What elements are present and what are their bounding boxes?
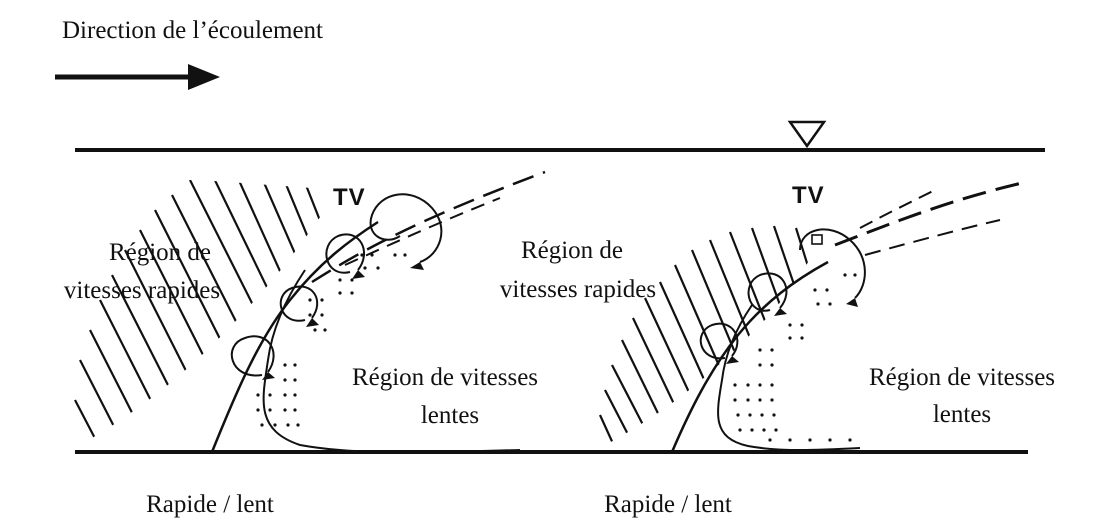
slow-region-boundary-2 — [718, 305, 860, 450]
shear-layer-2 — [672, 262, 828, 452]
fast-region-hatching-2 — [600, 226, 865, 448]
slow-region-label-1-line2: lentes — [421, 402, 479, 429]
slow-region-label-2-line1: Région de vitesses — [869, 364, 1055, 391]
ejection-dashes-1b — [345, 198, 500, 265]
vortex-marker-2 — [812, 235, 822, 244]
vortex-arrows-2 — [726, 298, 858, 364]
slow-region-label-1-line1: Région de vitesses — [352, 364, 538, 391]
slow-region-label-2: Région de vitesses lentes — [869, 364, 1055, 428]
fast-region-label-2-line1: Région de — [521, 237, 623, 264]
fast-region-label-1: Région de vitesses rapides — [64, 239, 220, 304]
flow-direction-label: Direction de l’écoulement — [62, 17, 323, 44]
slow-region-label-1: Région de vitesses lentes — [352, 364, 538, 429]
slow-region-stipple-1 — [256, 253, 406, 426]
flow-direction-arrow-icon — [55, 64, 220, 90]
fast-region-label-1-line2: vitesses rapides — [64, 277, 220, 304]
free-surface-triangle-icon — [790, 122, 824, 146]
interface-label-2: Rapide / lent — [604, 491, 732, 518]
fast-region-label-1-line1: Région de — [109, 239, 211, 266]
tv-label-2: TV — [792, 182, 825, 209]
tv-label-1: TV — [333, 184, 366, 211]
vortex-arrows-1 — [262, 262, 424, 380]
slow-region-label-2-line2: lentes — [933, 401, 991, 428]
vortex-loops-1 — [232, 194, 442, 375]
fast-region-label-2-line2: vitesses rapides — [500, 276, 656, 303]
ejection-dashes-2b — [860, 190, 935, 228]
slow-region-boundary-1 — [264, 270, 520, 452]
interface-label-1: Rapide / lent — [146, 491, 274, 518]
fast-region-label-2: Région de vitesses rapides — [500, 237, 656, 303]
slow-region-stipple-2 — [733, 273, 856, 441]
